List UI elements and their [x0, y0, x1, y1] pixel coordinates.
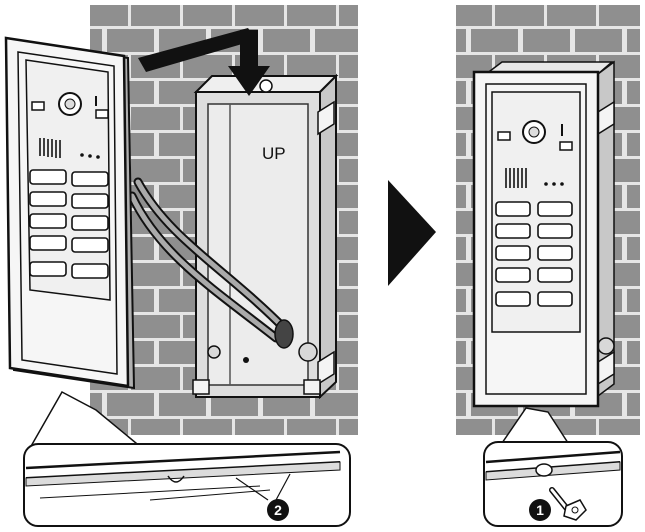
detail-inset-left: 2	[23, 443, 351, 527]
fixing-screw	[549, 487, 587, 521]
left-scene: UP	[4, 5, 358, 527]
transition-arrow	[388, 180, 436, 286]
callout-marker-right	[529, 499, 551, 521]
speaker-grille	[39, 138, 61, 158]
callout-marker-left	[267, 499, 289, 521]
led-indicator	[95, 109, 109, 119]
callout-number-right: 1	[536, 502, 544, 518]
insertion-arrow	[138, 28, 270, 96]
light-sensor	[31, 101, 45, 111]
door-station-panel	[4, 36, 136, 390]
box-up-label: UP	[262, 144, 286, 163]
mounting-box: UP	[192, 73, 339, 400]
call-buttons	[29, 169, 109, 279]
detail-inset-right: 1	[483, 441, 623, 527]
right-scene: 1	[456, 5, 640, 527]
indicator-dots	[80, 153, 100, 159]
installed-panel	[472, 70, 600, 408]
callout-number-left: 2	[274, 502, 282, 518]
